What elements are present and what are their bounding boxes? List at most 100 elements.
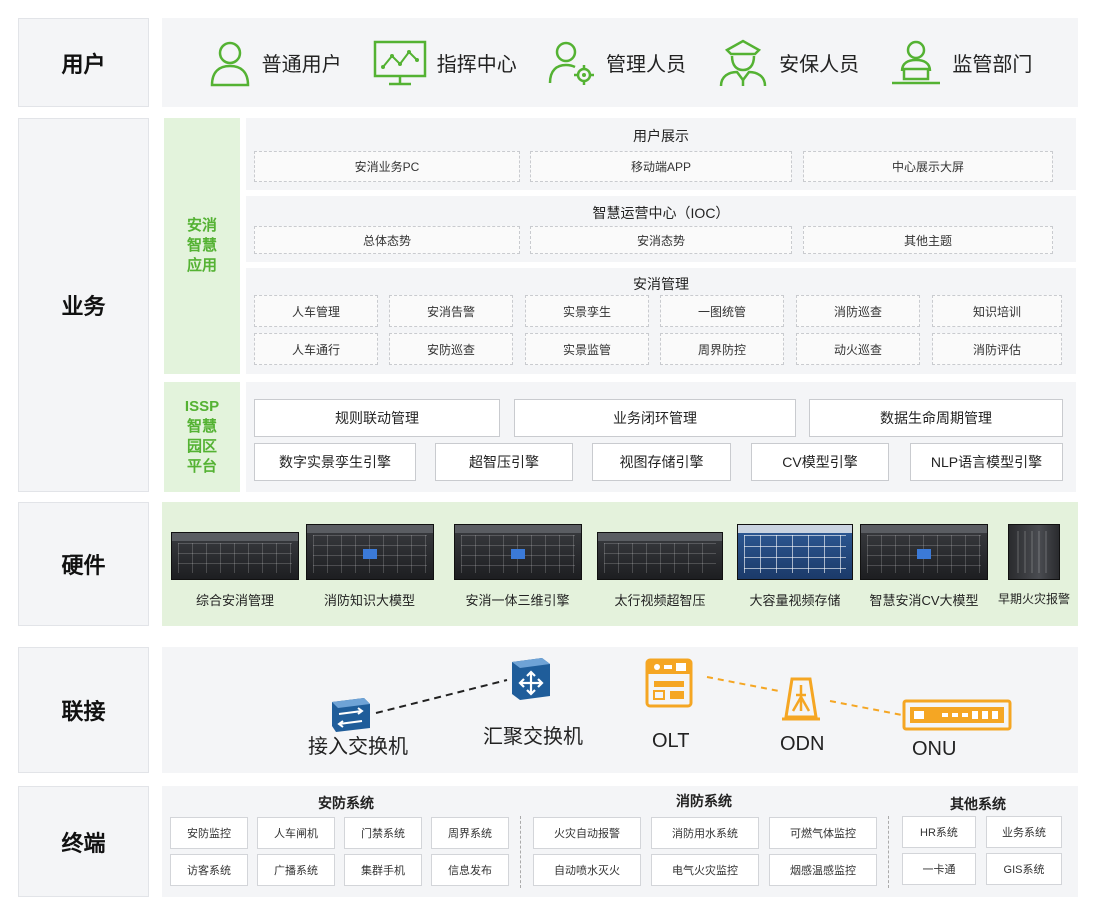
connectivity-panel: 接入交换机 汇聚交换机 OLT ODN ONU xyxy=(162,647,1078,773)
onu-label: ONU xyxy=(912,738,957,760)
olt-label: OLT xyxy=(652,730,690,752)
section-divider xyxy=(888,816,889,888)
hardware-item: 安消一体三维引擎 xyxy=(445,524,590,609)
terminal-item: 消防用水系统 xyxy=(651,817,759,849)
management-item: 安消告警 xyxy=(389,295,513,327)
section-divider xyxy=(520,816,521,888)
user-item: 指挥中心 xyxy=(373,40,517,86)
terminal-item: 门禁系统 xyxy=(344,817,422,849)
app-tag: 安消 智慧 应用 xyxy=(164,118,240,374)
platform-item: 规则联动管理 xyxy=(254,399,500,437)
terminal-item: 电气火灾监控 xyxy=(651,854,759,886)
display-panel: 用户展示 安消业务PC 移动端APP 中心展示大屏 xyxy=(246,118,1076,190)
server-icon xyxy=(597,532,723,580)
user-label: 安保人员 xyxy=(779,54,860,76)
onu-icon xyxy=(902,699,1012,731)
other-system-title: 其他系统 xyxy=(950,796,1006,812)
connection-lines xyxy=(375,676,903,716)
display-item: 安消业务PC xyxy=(254,151,520,182)
display-title: 用户展示 xyxy=(633,128,689,144)
management-item: 实景监管 xyxy=(525,333,649,365)
hardware-label: 大容量视频存储 xyxy=(749,593,841,608)
terminal-item: 烟感温感监控 xyxy=(769,854,877,886)
person-icon xyxy=(210,41,249,86)
user-item: 安保人员 xyxy=(717,38,859,88)
platform-panel: 规则联动管理 业务闭环管理 数据生命周期管理 数字实景孪生引擎 超智压引擎 视图… xyxy=(246,382,1076,492)
server-icon xyxy=(305,524,434,580)
management-item: 周界防控 xyxy=(660,333,784,365)
hardware-label: 早期火灾报警 xyxy=(997,592,1070,606)
terminal-item: GIS系统 xyxy=(986,853,1062,885)
odn-label: ODN xyxy=(780,733,825,755)
aggregation-switch-icon xyxy=(512,658,550,700)
ioc-title: 智慧运营中心（IOC） xyxy=(592,205,730,221)
ioc-item: 其他主题 xyxy=(803,226,1053,254)
access-switch-label: 接入交换机 xyxy=(308,736,408,758)
management-item: 人车通行 xyxy=(254,333,378,365)
hardware-item: 智慧安消CV大模型 xyxy=(859,524,989,609)
terminal-item: 安防监控 xyxy=(170,817,248,849)
users-panel: 普通用户 指挥中心 管理人员 安保人员 xyxy=(162,18,1078,107)
management-item: 实景孪生 xyxy=(525,295,649,327)
terminal-item: 访客系统 xyxy=(170,854,248,886)
terminal-panel: 安防系统 安防监控 人车闸机 门禁系统 周界系统 访客系统 广播系统 集群手机 … xyxy=(162,786,1078,897)
user-label: 指挥中心 xyxy=(436,54,517,76)
security-system-title: 安防系统 xyxy=(318,795,374,811)
user-item: 管理人员 xyxy=(548,39,686,87)
person-gear-icon xyxy=(548,41,594,85)
aggregation-switch-label: 汇聚交换机 xyxy=(483,726,583,748)
management-item: 人车管理 xyxy=(254,295,378,327)
platform-item: 数据生命周期管理 xyxy=(809,399,1063,437)
management-item: 安防巡查 xyxy=(389,333,513,365)
management-item: 动火巡查 xyxy=(796,333,920,365)
terminal-item: 自动喷水灭火 xyxy=(533,854,641,886)
platform-item: 业务闭环管理 xyxy=(514,399,796,437)
row-label-business: 业务 xyxy=(18,118,149,492)
hardware-item: 太行视频超智压 xyxy=(594,524,726,609)
management-title: 安消管理 xyxy=(633,276,689,292)
fire-system-title: 消防系统 xyxy=(676,793,732,809)
platform-item: 超智压引擎 xyxy=(435,443,573,481)
row-label-connectivity: 联接 xyxy=(18,647,149,773)
hardware-item: 大容量视频存储 xyxy=(734,524,856,609)
user-label: 监管部门 xyxy=(952,54,1033,76)
terminal-item: 集群手机 xyxy=(344,854,422,886)
server-icon xyxy=(453,524,582,580)
platform-tag: ISSP 智慧 园区 平台 xyxy=(164,382,240,492)
storage-array-icon xyxy=(737,524,853,580)
hardware-label: 太行视频超智压 xyxy=(614,593,706,608)
management-panel: 安消管理 人车管理 安消告警 实景孪生 一图统管 消防巡查 知识培训 人车通行 … xyxy=(246,268,1076,374)
terminal-item: HR系统 xyxy=(902,816,976,848)
platform-item: 数字实景孪生引擎 xyxy=(254,443,416,481)
hardware-label: 综合安消管理 xyxy=(195,593,274,608)
terminal-item: 广播系统 xyxy=(257,854,335,886)
management-item: 一图统管 xyxy=(660,295,784,327)
platform-item: NLP语言模型引擎 xyxy=(910,443,1063,481)
terminal-item: 火灾自动报警 xyxy=(533,817,641,849)
olt-icon xyxy=(645,658,693,708)
hardware-item: 消防知识大模型 xyxy=(302,524,437,609)
terminal-item: 可燃气体监控 xyxy=(769,817,877,849)
tower-server-icon xyxy=(1008,524,1060,580)
user-item: 普通用户 xyxy=(208,39,342,87)
row-label-hardware: 硬件 xyxy=(18,502,149,626)
management-item: 知识培训 xyxy=(932,295,1062,327)
hardware-item: 早期火灾报警 xyxy=(994,524,1074,607)
security-guard-icon xyxy=(719,39,767,86)
row-label-terminal: 终端 xyxy=(18,786,149,897)
server-icon xyxy=(860,524,988,580)
display-item: 移动端APP xyxy=(530,151,792,182)
odn-icon xyxy=(782,677,820,721)
terminal-item: 信息发布 xyxy=(431,854,509,886)
access-switch-icon xyxy=(332,698,370,732)
person-laptop-icon xyxy=(892,40,941,84)
terminal-item: 一卡通 xyxy=(902,853,976,885)
user-item: 监管部门 xyxy=(890,39,1032,87)
row-label-users: 用户 xyxy=(18,18,149,107)
terminal-item: 周界系统 xyxy=(431,817,509,849)
hardware-panel: 综合安消管理 消防知识大模型 安消一体三维引擎 太行视频超智压 大容量视频存储 … xyxy=(162,502,1078,626)
hardware-label: 安消一体三维引擎 xyxy=(465,593,570,608)
hardware-label: 智慧安消CV大模型 xyxy=(869,593,979,608)
platform-item: CV模型引擎 xyxy=(751,443,889,481)
ioc-panel: 智慧运营中心（IOC） 总体态势 安消态势 其他主题 xyxy=(246,196,1076,262)
